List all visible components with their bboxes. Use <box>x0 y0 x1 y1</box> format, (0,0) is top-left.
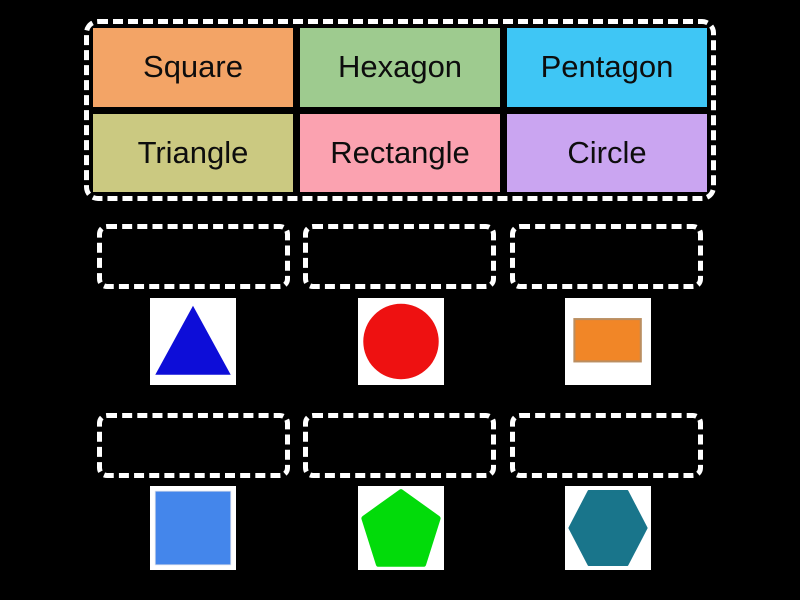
triangle-shape-icon <box>155 305 231 375</box>
word-tile-rectangle[interactable]: Rectangle <box>300 113 500 192</box>
shape-card-rectangle <box>565 298 651 385</box>
shape-card-circle <box>358 298 444 385</box>
drop-zone-triangle[interactable] <box>97 224 290 289</box>
word-tile-pentagon[interactable]: Pentagon <box>507 28 707 107</box>
drop-zone-rectangle[interactable] <box>510 224 703 289</box>
shape-card-triangle <box>150 298 236 385</box>
word-tile-label: Pentagon <box>540 49 674 85</box>
word-tile-label: Hexagon <box>337 49 463 85</box>
drop-zone-pentagon[interactable] <box>303 413 496 478</box>
word-tile-label: Rectangle <box>330 134 470 170</box>
rectangle-shape-icon <box>573 318 642 363</box>
word-bank: Square Hexagon Pentagon Triangle Rectang… <box>84 19 716 201</box>
word-tile-circle[interactable]: Circle <box>507 113 707 192</box>
hexagon-shape-icon <box>568 490 648 566</box>
shape-card-pentagon <box>358 486 444 570</box>
square-shape-icon <box>154 490 232 566</box>
drop-zone-square[interactable] <box>97 413 290 478</box>
shape-card-hexagon <box>565 486 651 570</box>
word-tile-triangle[interactable]: Triangle <box>93 113 293 192</box>
word-tile-label: Circle <box>567 134 647 170</box>
circle-shape-icon <box>363 303 439 380</box>
pentagon-shape-icon <box>361 489 441 567</box>
drop-zone-hexagon[interactable] <box>510 413 703 478</box>
shape-card-square <box>150 486 236 570</box>
word-tile-label: Triangle <box>137 134 249 170</box>
word-tile-hexagon[interactable]: Hexagon <box>300 28 500 107</box>
word-tile-square[interactable]: Square <box>93 28 293 107</box>
drop-zone-circle[interactable] <box>303 224 496 289</box>
word-tile-label: Square <box>143 49 243 85</box>
